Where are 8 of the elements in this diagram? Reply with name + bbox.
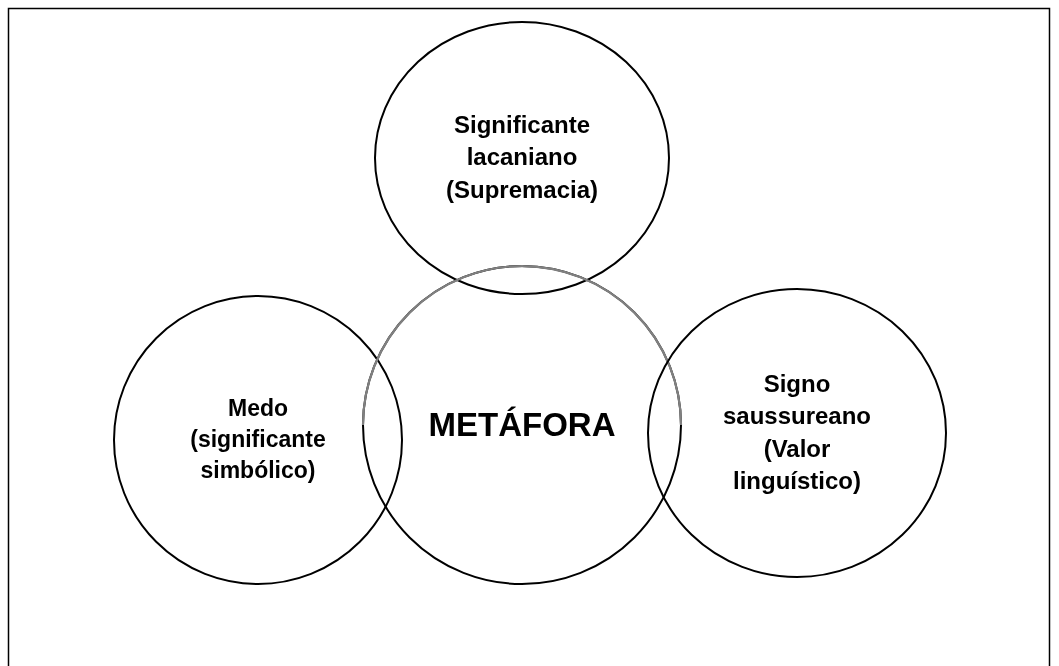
circle-node: [113, 295, 403, 585]
center-label: METÁFORA: [427, 404, 617, 445]
circle-node: [647, 288, 947, 578]
center-circle-node: [362, 265, 682, 585]
circle-label: Medo (significante simbólico): [189, 394, 327, 486]
circle-node: [374, 21, 670, 295]
circle-label: Signo saussureano (Valor linguístico): [721, 369, 873, 497]
circle-label: Significante lacaniano (Supremacia): [444, 110, 600, 206]
